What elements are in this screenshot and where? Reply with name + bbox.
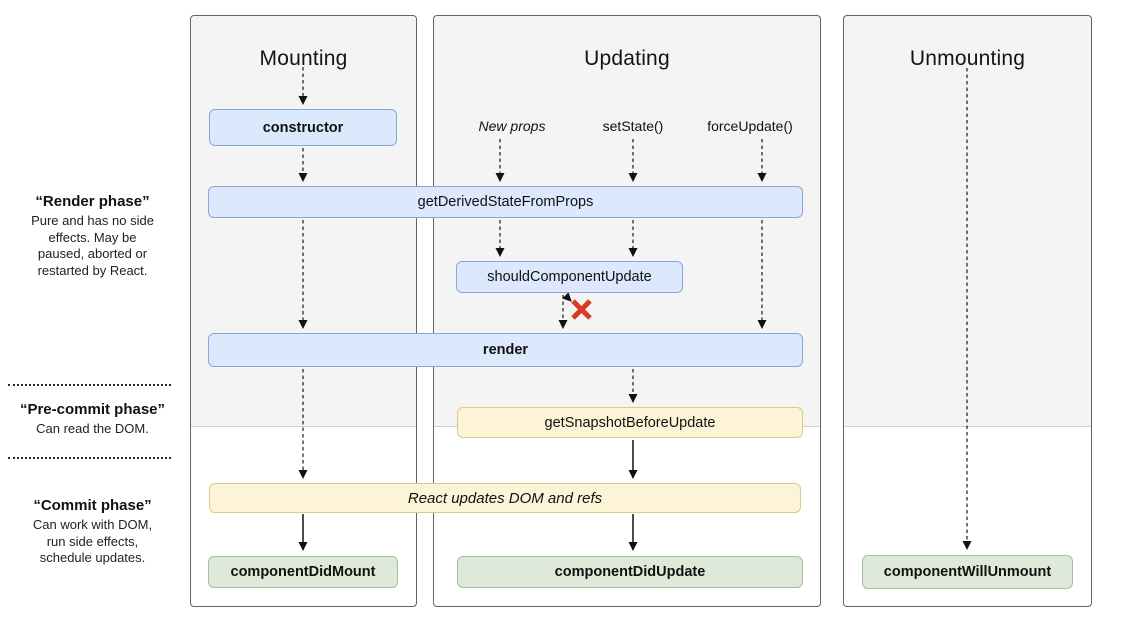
trigger-new-props: New props bbox=[478, 118, 546, 134]
phase-title: “Render phase” bbox=[35, 193, 150, 210]
phase-label-commit: “Commit phase” Can work with DOM, run si… bbox=[0, 497, 185, 567]
panel-title-mounting: Mounting bbox=[259, 47, 348, 70]
method-constructor[interactable]: constructor bbox=[209, 109, 397, 146]
method-render[interactable]: render bbox=[208, 333, 803, 367]
method-component-did-mount[interactable]: componentDidMount bbox=[208, 556, 398, 588]
panel-title-updating: Updating bbox=[584, 47, 670, 70]
method-get-snapshot-before-update[interactable]: getSnapshotBeforeUpdate bbox=[457, 407, 803, 438]
method-component-will-unmount[interactable]: componentWillUnmount bbox=[862, 555, 1073, 589]
phase-label-render: “Render phase” Pure and has no side effe… bbox=[0, 193, 185, 279]
render-phase-boundary bbox=[844, 426, 1091, 427]
method-component-did-update[interactable]: componentDidUpdate bbox=[457, 556, 803, 588]
phase-divider bbox=[8, 457, 171, 459]
step-react-updates-dom: React updates DOM and refs bbox=[209, 483, 801, 513]
phase-label-precommit: “Pre-commit phase” Can read the DOM. bbox=[0, 401, 185, 438]
phase-description: Can work with DOM, run side effects, sch… bbox=[32, 517, 153, 565]
phase-divider bbox=[8, 384, 171, 386]
phase-title: “Commit phase” bbox=[33, 497, 152, 514]
panel-updating: Updating bbox=[433, 15, 821, 607]
method-should-component-update[interactable]: shouldComponentUpdate bbox=[456, 261, 683, 293]
phase-title: “Pre-commit phase” bbox=[19, 401, 166, 418]
trigger-force-update: forceUpdate() bbox=[707, 118, 793, 134]
panel-mounting: Mounting bbox=[190, 15, 417, 607]
panel-unmounting: Unmounting bbox=[843, 15, 1092, 607]
phase-description: Pure and has no side effects. May be pau… bbox=[31, 213, 154, 278]
render-phase-boundary bbox=[191, 426, 416, 427]
trigger-set-state: setState() bbox=[602, 118, 664, 134]
phase-description: Can read the DOM. bbox=[36, 421, 149, 436]
panel-title-unmounting: Unmounting bbox=[909, 47, 1026, 70]
method-get-derived-state-from-props[interactable]: getDerivedStateFromProps bbox=[208, 186, 803, 218]
